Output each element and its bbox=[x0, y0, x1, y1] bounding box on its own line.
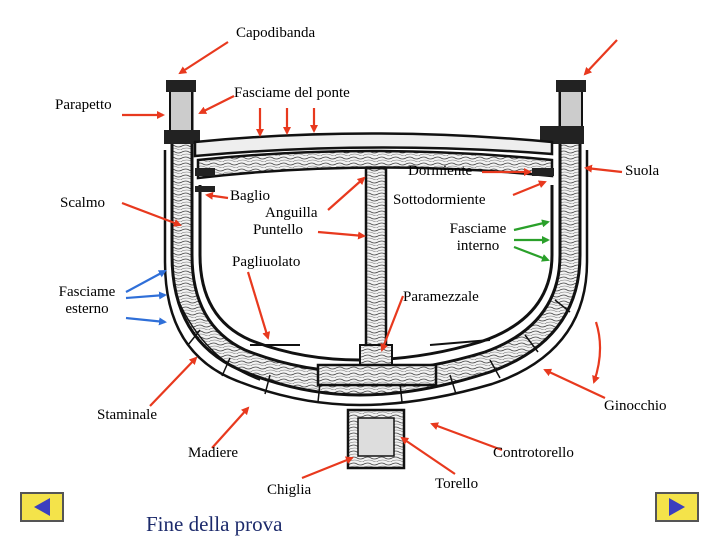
label-baglio: Baglio bbox=[230, 188, 270, 204]
label-fasciame-del-ponte: Fasciame del ponte bbox=[234, 85, 350, 101]
blue-arrows bbox=[125, 270, 167, 326]
footer-title: Fine della prova bbox=[146, 512, 283, 536]
label-controtorello: Controtorello bbox=[493, 445, 574, 461]
outer-planking bbox=[170, 90, 582, 397]
floor-timber bbox=[316, 363, 438, 387]
label-dormiente: Dormiente bbox=[408, 163, 473, 179]
keelson bbox=[359, 344, 393, 368]
label-parapetto: Parapetto bbox=[55, 97, 112, 113]
next-button[interactable] bbox=[655, 492, 699, 522]
label-anguilla: Anguilla bbox=[265, 205, 318, 221]
label-sottodormiente: Sottodormiente bbox=[393, 192, 486, 208]
deck bbox=[193, 132, 554, 158]
pillar bbox=[364, 166, 388, 352]
label-fasciame-esterno: Fasciame esterno bbox=[48, 284, 126, 318]
label-capodibanda: Capodibanda bbox=[236, 25, 316, 41]
hull bbox=[163, 80, 589, 470]
label-madiere: Madiere bbox=[188, 445, 238, 461]
label-ginocchio: Ginocchio bbox=[604, 398, 667, 414]
green-arrows bbox=[513, 219, 550, 262]
label-staminale: Staminale bbox=[97, 407, 157, 423]
label-pagliuolato: Pagliuolato bbox=[232, 254, 301, 270]
label-fasciame-interno: Fasciame interno bbox=[443, 221, 513, 255]
prev-button[interactable] bbox=[20, 492, 64, 522]
label-paramezzale: Paramezzale bbox=[403, 289, 479, 305]
label-fasciame-interno-line2: interno bbox=[456, 238, 500, 254]
label-puntello: Puntello bbox=[253, 222, 304, 238]
label-fasciame-esterno-line2: esterno bbox=[65, 301, 109, 317]
label-fasciame-interno-line1: Fasciame bbox=[449, 221, 507, 237]
bulwark-post-left bbox=[169, 84, 193, 136]
red-arrows bbox=[121, 39, 623, 480]
triangle-right-icon bbox=[669, 498, 685, 516]
label-scalmo: Scalmo bbox=[60, 195, 105, 211]
label-suola: Suola bbox=[625, 163, 660, 179]
label-torello: Torello bbox=[435, 476, 479, 492]
label-chiglia: Chiglia bbox=[267, 482, 312, 498]
label-fasciame-esterno-line1: Fasciame bbox=[58, 284, 116, 300]
outer-shell bbox=[163, 150, 589, 407]
triangle-left-icon bbox=[34, 498, 50, 516]
